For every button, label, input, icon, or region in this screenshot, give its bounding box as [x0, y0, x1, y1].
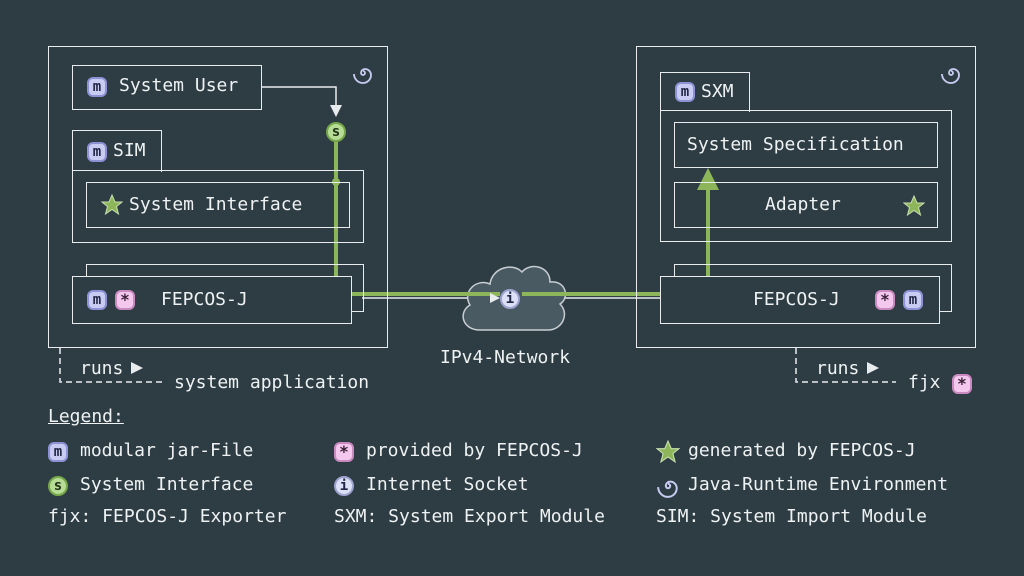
legend-item-socket: Internet Socket [366, 474, 529, 495]
legend-item-module: modular jar-File [80, 440, 254, 461]
system-user-label: System User [119, 75, 239, 96]
sim-tab-label: SIM [113, 140, 146, 161]
system-application-container [48, 46, 388, 348]
provided-badge: * [115, 290, 135, 310]
provided-badge: * [952, 374, 972, 394]
swirl-icon [941, 68, 960, 84]
system-specification-box: System Specification [674, 122, 938, 168]
provided-badge: * [334, 442, 354, 462]
legend-abbr-sim: SIM: System Import Module [656, 506, 927, 527]
module-badge: m [87, 77, 107, 97]
adapter-box: Adapter [674, 182, 938, 228]
fepcos-left-label: FEPCOS-J [161, 289, 248, 310]
sim-module-box [72, 170, 364, 243]
legend-abbr-fjx: fjx: FEPCOS-J Exporter [48, 506, 287, 527]
legend-item-provided: provided by FEPCOS-J [366, 440, 583, 461]
star-icon [656, 440, 680, 464]
fepcos-right-box: FEPCOS-J * m [660, 276, 940, 324]
system-interface-label: System Interface [129, 194, 303, 215]
right-app-label: fjx [908, 372, 941, 393]
system-user-box: m System User [72, 65, 262, 110]
legend-item-jre: Java-Runtime Environment [688, 474, 949, 495]
module-badge: m [87, 142, 107, 162]
adapter-label: Adapter [765, 194, 841, 215]
user-to-interface-arrow [262, 86, 342, 117]
network-label: IPv4-Network [440, 347, 571, 368]
left-app-label: system application [174, 372, 370, 393]
internet-socket-badge: i [334, 476, 354, 496]
system-interface-box: System Interface [86, 182, 350, 228]
legend-title: Legend: [48, 406, 124, 427]
swirl-icon [353, 68, 372, 84]
star-icon [903, 195, 925, 217]
left-runs-label: runs [80, 358, 124, 379]
play-icon [867, 362, 879, 374]
sxm-module-box [660, 110, 952, 242]
left-runs-bracket [59, 348, 165, 383]
flow-arrowhead [697, 168, 719, 190]
fepcos-right-label: FEPCOS-J [753, 289, 840, 310]
right-runs-label: runs [816, 358, 860, 379]
provided-badge: * [875, 290, 895, 310]
right-runs-bracket [795, 348, 896, 383]
legend-item-interface: System Interface [80, 474, 254, 495]
star-icon [101, 194, 123, 216]
module-badge: m [87, 290, 107, 310]
legend-item-generated: generated by FEPCOS-J [688, 440, 916, 461]
sim-tab: m SIM [72, 130, 162, 172]
swirl-icon [657, 480, 678, 498]
fjx-container [636, 46, 976, 348]
play-icon [131, 362, 143, 374]
sxm-tab-label: SXM [701, 81, 734, 102]
legend-abbr-sxm: SXM: System Export Module [334, 506, 605, 527]
fepcos-left-box: m * FEPCOS-J [72, 276, 352, 324]
system-interface-socket-badge: s [48, 476, 68, 496]
internet-socket-badge: i [500, 289, 520, 309]
system-specification-label: System Specification [687, 134, 904, 155]
module-badge: m [48, 442, 68, 462]
module-badge: m [675, 82, 695, 102]
sxm-tab: m SXM [660, 72, 750, 112]
module-badge: m [903, 290, 923, 310]
system-interface-socket-badge: s [326, 122, 346, 142]
